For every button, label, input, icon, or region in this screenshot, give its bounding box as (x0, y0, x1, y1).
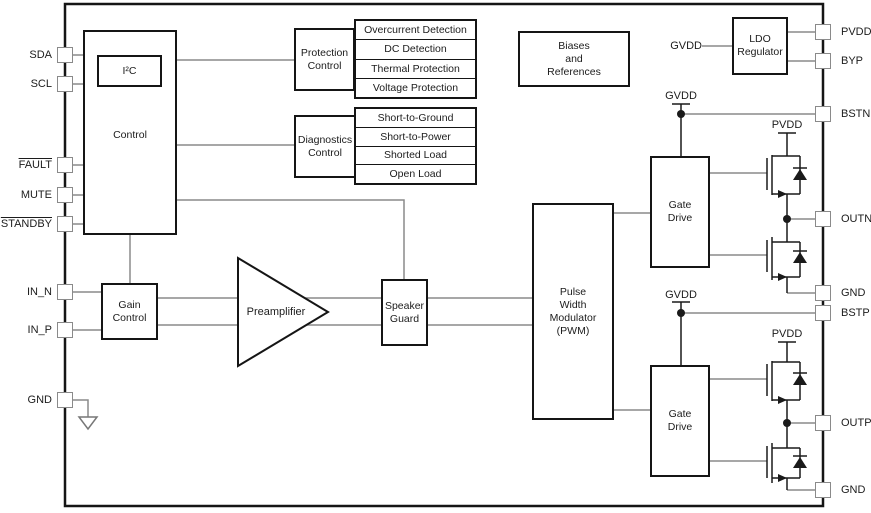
pvdd-p-label: PVDD (771, 328, 803, 340)
nmos-low-side-n-icon (766, 219, 807, 293)
gate-drive-n-block: Gate Drive (650, 156, 710, 268)
pin-scl (57, 76, 73, 92)
pin-standby (57, 216, 73, 232)
pin-label-gnd-left: GND (27, 394, 52, 406)
diagnostics-item: Open Load (389, 168, 442, 181)
ldo-regulator-block: LDO Regulator (732, 17, 788, 75)
pin-mute (57, 187, 73, 203)
pin-sda (57, 47, 73, 63)
preamplifier-label: Preamplifier (246, 306, 306, 318)
pin-label-in-n: IN_N (26, 286, 52, 298)
nmos-low-side-p-icon (766, 423, 807, 490)
diagnostics-control-label: Control (308, 146, 342, 159)
pin-bstn (815, 106, 831, 122)
ground-icon (77, 416, 99, 431)
pin-label-fault: FAULT (18, 159, 52, 171)
ldo-label: LDO (749, 33, 771, 45)
diagnostics-item: Short-to-Ground (356, 109, 475, 128)
pwm-label: (PWM) (556, 324, 590, 337)
protection-item: DC Detection (356, 40, 475, 60)
gain-control-label: Control (112, 311, 147, 324)
pin-label-in-p: IN_P (27, 324, 52, 336)
pwm-label: Pulse (559, 285, 587, 298)
biases-label: References (547, 65, 601, 78)
gate-drive-p-label: Drive (667, 421, 693, 433)
pin-fault (57, 157, 73, 173)
gate-drive-n-label: Drive (667, 212, 693, 224)
nmos-high-side-n-icon (766, 155, 807, 219)
pin-byp (815, 53, 831, 69)
pin-label-standby: STANDBY (0, 218, 52, 230)
biases-references-block: Biases and References (518, 31, 630, 87)
diagnostics-control-label: Diagnostics (297, 133, 353, 146)
gate-drive-p-label: Gate (668, 408, 692, 420)
preamplifier-triangle (237, 256, 330, 368)
speaker-guard-block: Speaker Guard (381, 279, 428, 346)
gain-control-label: Gain (118, 298, 141, 311)
pvdd-n-label: PVDD (771, 119, 803, 131)
pin-bstp (815, 305, 831, 321)
pin-label-outn: OUTN (841, 213, 871, 225)
speaker-guard-label: Speaker (384, 299, 425, 312)
protection-control-label: Protection (300, 46, 349, 59)
chip-boundary (63, 2, 825, 508)
gvdd-p-label: GVDD (665, 289, 697, 301)
gain-control-block: Gain Control (101, 283, 158, 340)
diagnostics-item: Shorted Load (356, 147, 475, 166)
control-label: Control (113, 129, 147, 141)
biases-label: and (565, 52, 583, 65)
pin-pvdd (815, 24, 831, 40)
pin-label-bstn: BSTN (841, 108, 871, 120)
pin-label-pvdd: PVDD (841, 26, 871, 38)
pwm-label: Modulator (549, 311, 597, 324)
pin-label-sda: SDA (29, 49, 52, 61)
speaker-guard-label: Guard (389, 312, 420, 325)
i2c-block: I²C (97, 55, 162, 87)
pin-label-byp: BYP (841, 55, 864, 67)
pin-gnd-right-1 (815, 285, 831, 301)
protection-item: Thermal Protection (356, 60, 475, 79)
gate-drive-n-label: Gate (668, 199, 692, 211)
gvdd-ldo-input-label: GVDD (670, 40, 702, 52)
pin-label-scl: SCL (30, 78, 52, 90)
pin-outp (815, 415, 831, 431)
pwm-label: Width (559, 298, 587, 311)
diagnostics-list: Short-to-Ground Short-to-Power Shorted L… (354, 107, 477, 185)
gate-drive-p-block: Gate Drive (650, 365, 710, 477)
diagnostics-item: Short-to-Power (356, 128, 475, 147)
pin-gnd-right-2 (815, 482, 831, 498)
protection-item: Overcurrent Detection (356, 21, 475, 41)
pin-outn (815, 211, 831, 227)
pin-label-mute: MUTE (20, 189, 52, 201)
pin-label-gnd-right-2: GND (841, 484, 866, 496)
pin-in-p (57, 322, 73, 338)
pin-label-outp: OUTP (841, 417, 871, 429)
ldo-label: Regulator (737, 46, 783, 58)
nmos-high-side-p-icon (766, 361, 807, 423)
pin-in-n (57, 284, 73, 300)
protection-item: Voltage Protection (372, 81, 459, 94)
pin-gnd-left (57, 392, 73, 408)
protection-list: Overcurrent Detection DC Detection Therm… (354, 19, 477, 99)
signal-wires (73, 31, 815, 491)
biases-label: Biases (558, 39, 590, 52)
control-block: I²C Control (83, 30, 177, 235)
protection-control-block: Protection Control (294, 28, 355, 91)
diagnostics-control-block: Diagnostics Control (294, 115, 356, 178)
junction-dots (677, 110, 791, 427)
pwm-block: Pulse Width Modulator (PWM) (532, 203, 614, 420)
pin-label-gnd-right-1: GND (841, 287, 866, 299)
pin-label-bstp: BSTP (841, 307, 870, 319)
protection-control-label: Control (307, 59, 342, 72)
gvdd-n-label: GVDD (665, 90, 697, 102)
i2c-label: I²C (122, 64, 137, 77)
